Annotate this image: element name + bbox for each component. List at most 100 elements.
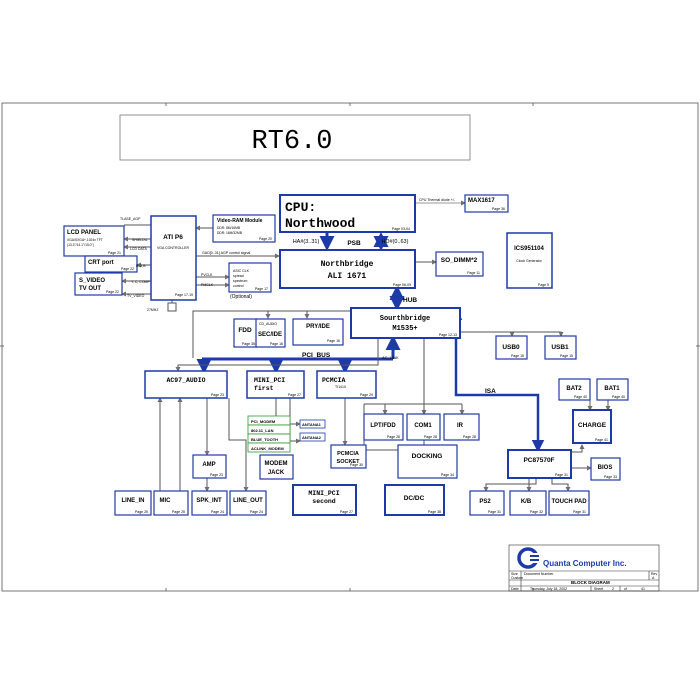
ac97-label: AC97_AUDIO bbox=[166, 377, 205, 384]
pcmcia-sub: TI1410 bbox=[335, 385, 346, 389]
sig-tlagp: TLASE_AGP bbox=[120, 217, 141, 221]
northbridge-label: Northbridge bbox=[321, 260, 374, 269]
pc87570f-page: Page 31 bbox=[555, 473, 568, 477]
line-out-page: Page 24 bbox=[250, 510, 263, 514]
amp-label: AMP bbox=[202, 462, 215, 468]
pc87570f-label: PC87570F bbox=[523, 457, 554, 464]
title-block bbox=[508, 544, 660, 592]
tb-sheet-value: 2 bbox=[612, 587, 614, 591]
vram-label: Video-RAM Module bbox=[217, 218, 263, 224]
asic-clk-box: ASIC CLK spread spectrum control Page 17… bbox=[228, 262, 272, 300]
charge-box: CHARGE Page 41 bbox=[572, 409, 612, 444]
line-in-box: LINE_IN Page 25 bbox=[114, 490, 152, 516]
com1-label: COM1 bbox=[414, 423, 432, 429]
northbridge-box: Northbridge ALI 1671 Page 06-09 bbox=[279, 249, 416, 289]
mini-pci1-sub: first bbox=[254, 385, 274, 392]
mini-pci2-sub: second bbox=[312, 498, 336, 505]
spk-int-box: SPK_INT Page 24 bbox=[191, 490, 228, 516]
bat2-page: Page 40 bbox=[574, 395, 587, 399]
crt-label: CRT port bbox=[88, 260, 114, 266]
fdd-box: FDD Page 35 bbox=[233, 318, 258, 348]
thermal-link-label: CPU Thermal diode +/- bbox=[419, 198, 456, 202]
mic-page: Page 25 bbox=[172, 510, 185, 514]
pcmcia-socket-label1: PCMCIA bbox=[337, 451, 359, 457]
so-dimm-page: Page 11 bbox=[467, 271, 480, 275]
quanta-logo-icon bbox=[517, 547, 540, 569]
touch-pad-box: TOUCH PAD Page 31 bbox=[548, 490, 590, 516]
bat2-box: BAT2 Page 40 bbox=[558, 378, 591, 401]
ac97-audio-box: AC97_AUDIO Page 23 bbox=[144, 370, 228, 399]
pcmcia-socket-label2: SOCKET bbox=[337, 459, 361, 465]
company-name: Quanta Computer Inc. bbox=[543, 559, 627, 568]
so-dimm-box: SO_DIMM*2 Page 11 bbox=[435, 251, 484, 277]
mini-pci2-label: MINI_PCI bbox=[308, 490, 339, 497]
com1-page: Page 28 bbox=[424, 435, 437, 439]
bios-label: BIOS bbox=[598, 465, 613, 471]
tb-sheet-label: Sheet bbox=[594, 587, 603, 591]
usb0-label: USB0 bbox=[502, 344, 520, 351]
max1617-box: MAX1617 Page 36 CPU Thermal diode +/- bbox=[419, 194, 509, 213]
tb-docno-label: Document Number bbox=[524, 572, 554, 576]
asic-line2: spread bbox=[233, 274, 244, 278]
cpu-box: CPU: Northwood Page 03-04 bbox=[279, 194, 416, 233]
lcd-page: Page 21 bbox=[108, 251, 121, 255]
max1617-page: Page 36 bbox=[492, 207, 505, 211]
module-bluetooth: BLUE_TOOTH bbox=[251, 437, 278, 442]
module-lan: 802.11_LAN bbox=[251, 428, 274, 433]
ics-sub: Clock Generator bbox=[516, 259, 542, 263]
usb0-page: Page 15 bbox=[511, 354, 524, 358]
dc-dc-page: Page 38 bbox=[428, 510, 441, 514]
pcmcia-box: PCMCIA TI1410 Page 29 bbox=[316, 370, 377, 399]
title-box: RT6.0 bbox=[119, 114, 471, 161]
svideo-page: Page 22 bbox=[106, 290, 119, 294]
sig-pvclk: PVCLK bbox=[201, 273, 213, 277]
agp-signal-label: GAD[0..31] AGP control signal bbox=[202, 251, 250, 255]
ac-link-label: AC_LINK bbox=[382, 355, 399, 360]
svideo-box: S_VIDEO TV OUT Page 22 bbox=[74, 272, 123, 296]
module-pci-modem: PCI_MODEM bbox=[251, 419, 276, 424]
tb-document: BLOCK DIAGRAM bbox=[571, 580, 610, 585]
tb-size-label: Size bbox=[511, 572, 518, 576]
vram-sub2: DDR: 16M/32MB bbox=[217, 231, 243, 235]
bat1-label: BAT1 bbox=[604, 386, 620, 392]
kb-page: Page 32 bbox=[530, 510, 543, 514]
southbridge-label: Sourthbridge bbox=[380, 315, 430, 323]
hub-label: HUB bbox=[403, 297, 417, 304]
ati-page: Page 17-19 bbox=[175, 293, 193, 297]
amp-page: Page 23 bbox=[210, 473, 223, 477]
sec-ide-page: Page 16 bbox=[270, 342, 283, 346]
pry-ide-label: PRY/IDE bbox=[306, 324, 330, 330]
northbridge-page: Page 06-09 bbox=[393, 283, 411, 287]
tb-date-value: Thursday, July 18, 2002 bbox=[530, 587, 567, 591]
northbridge-chip: ALI 1671 bbox=[328, 272, 367, 281]
line-out-box: LINE_OUT Page 24 bbox=[229, 490, 267, 516]
asic-optional: (Optional) bbox=[230, 294, 252, 300]
ati-p6-box: ATI P6 VGA CONTROLLER Page 17-19 bbox=[150, 215, 197, 301]
pry-ide-box: PRY/IDE Page 16 bbox=[292, 318, 344, 346]
ps2-label: PS2 bbox=[479, 499, 491, 505]
pcmcia-socket-page: Page 30 bbox=[350, 463, 363, 467]
asic-line3: spectrum bbox=[233, 279, 247, 283]
mini-pci-first-box: MINI_PCI first Page 27 bbox=[246, 370, 305, 399]
touch-pad-page: Page 31 bbox=[573, 510, 586, 514]
tb-rev-label: Rev bbox=[651, 572, 657, 576]
ics-label: ICS951104 bbox=[514, 246, 544, 252]
tb-rev-value: A bbox=[652, 576, 655, 580]
ics-page: Page 5 bbox=[538, 283, 549, 287]
psb-label: PSB bbox=[347, 240, 361, 247]
sig-pmclk: PMCLK bbox=[201, 283, 214, 287]
ati-sub: VGA CONTROLLER bbox=[157, 246, 190, 250]
charge-label: CHARGE bbox=[578, 422, 607, 429]
ac97-page: Page 23 bbox=[211, 393, 224, 397]
vram-page: Page 20 bbox=[259, 237, 272, 241]
max1617-label: MAX1617 bbox=[468, 198, 495, 204]
lpt-label: LPT/FDD bbox=[370, 423, 396, 429]
line-in-page: Page 25 bbox=[135, 510, 148, 514]
ha-label: HA#(3..31) bbox=[293, 239, 320, 245]
usb0-box: USB0 Page 15 bbox=[495, 335, 528, 360]
cpu-page: Page 03-04 bbox=[392, 227, 410, 231]
sig-tvvideo: TV_VIDEO bbox=[127, 294, 145, 298]
line-in-label: LINE_IN bbox=[121, 498, 144, 504]
diagram-title: RT6.0 bbox=[251, 127, 332, 157]
sig-rgb: R,G,B bbox=[136, 264, 146, 268]
